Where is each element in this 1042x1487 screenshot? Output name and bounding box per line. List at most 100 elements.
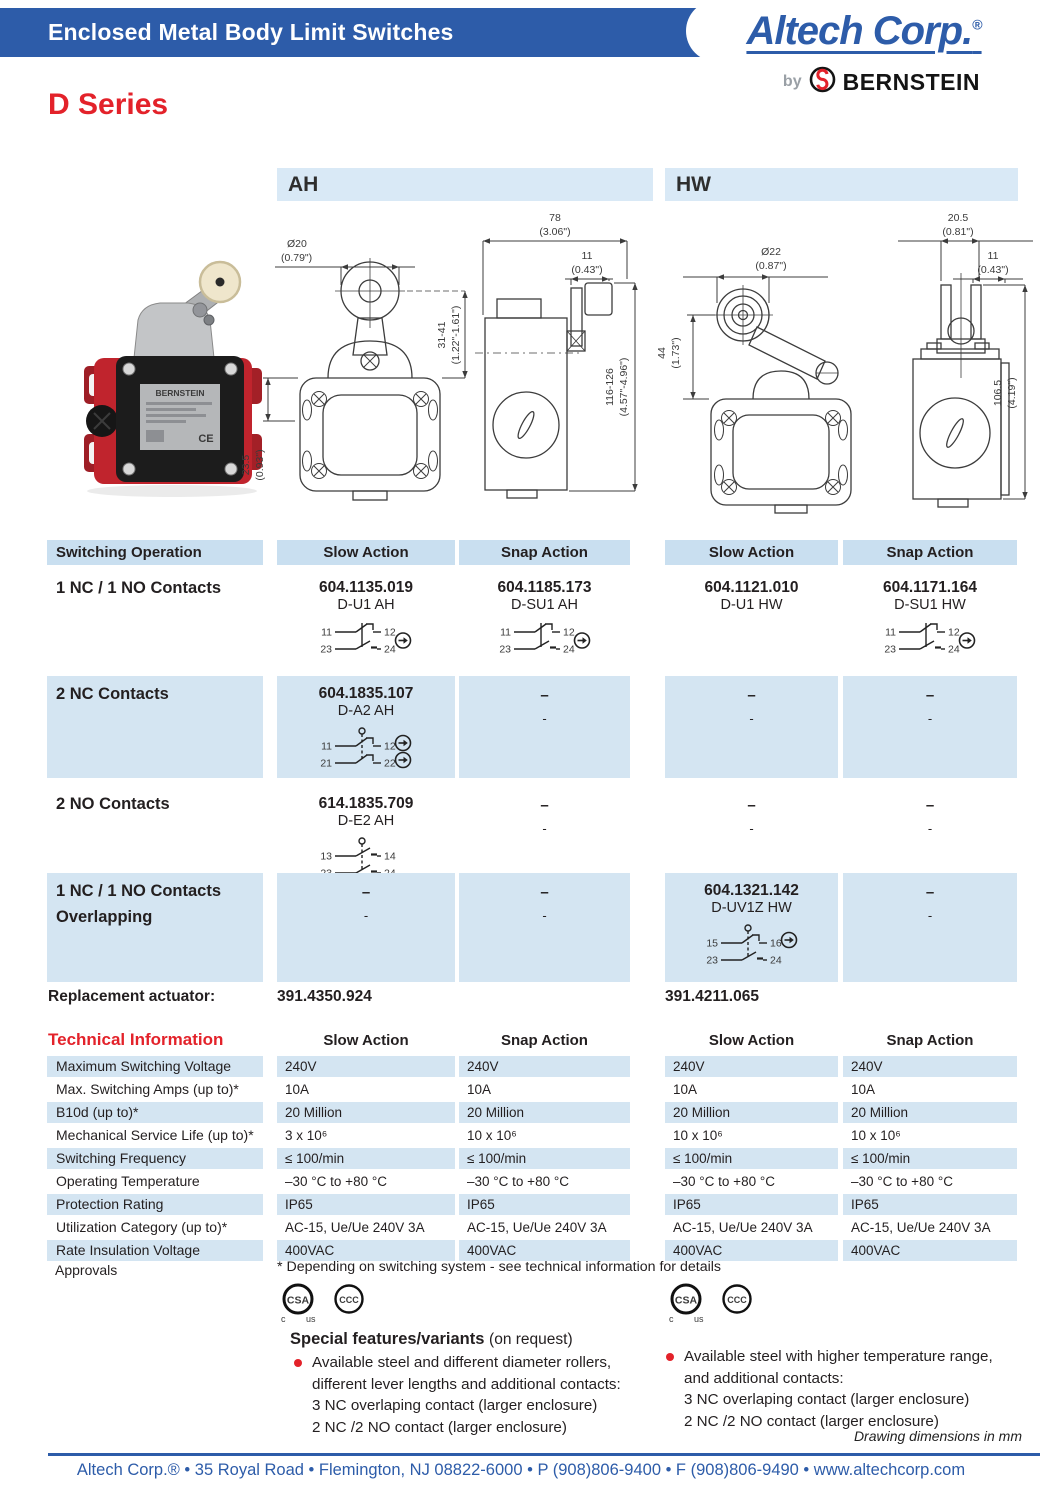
dim-ah-left-in: (0.93")	[254, 449, 266, 480]
technical-value-cell: 240V	[459, 1056, 630, 1077]
bullet-line: and additional contacts:	[684, 1369, 844, 1387]
selection-col-header: Snap Action	[843, 540, 1017, 565]
technical-row-label: Switching Frequency	[47, 1148, 263, 1169]
technical-value-cell: ≤ 100/min	[665, 1148, 838, 1169]
technical-col-header: Slow Action	[323, 1032, 409, 1049]
drawing-ah: Ø20 (0.79") 23.5 (0.93") 31-41 (1.22"-1.…	[235, 203, 647, 540]
part-number: 604.1185.173	[497, 579, 592, 596]
svg-text:12: 12	[948, 627, 960, 639]
model-number: D-E2 AH	[337, 813, 395, 829]
bullet-line: 3 NC overlaping contact (larger enclosur…	[312, 1397, 598, 1414]
switching-cell: –-	[843, 873, 1017, 982]
dim-ah-h-in: (4.57"-4.96")	[618, 358, 630, 417]
dim-hw-h-in: (4.19")	[1006, 377, 1018, 408]
special-bullets-left: Available steel and different diameter r…	[290, 1352, 660, 1438]
svg-text:21: 21	[320, 758, 332, 770]
switching-cell: –-	[459, 676, 630, 778]
by-label: by	[782, 73, 802, 90]
technical-value-cell: –30 °C to +80 °C	[467, 1174, 569, 1189]
technical-value-cell: 10A	[467, 1082, 492, 1097]
dim-ah-w: 78	[549, 212, 561, 224]
svg-text:23: 23	[499, 644, 511, 656]
switching-row-label: 1 NC / 1 NO Contacts	[56, 579, 222, 597]
svg-text:22: 22	[384, 758, 396, 770]
technical-row-label: Max. Switching Amps (up to)*	[56, 1081, 239, 1097]
svg-text:us: us	[306, 1314, 316, 1324]
technical-value-cell: ≤ 100/min	[459, 1148, 630, 1169]
empty-dash: -	[542, 711, 547, 726]
technical-row-label: Maximum Switching Voltage	[47, 1056, 263, 1077]
page-title: Enclosed Metal Body Limit Switches	[48, 19, 454, 45]
svg-text:11: 11	[321, 627, 332, 639]
svg-text:us: us	[694, 1314, 704, 1324]
replacement-actuator-label: Replacement actuator:	[48, 988, 216, 1005]
empty-dash: -	[749, 711, 754, 726]
dim-ah-dia-in: (0.79")	[281, 252, 312, 264]
variant-banner-hw: HW	[665, 168, 1018, 201]
empty-dash: -	[927, 908, 933, 923]
technical-value-cell: IP65	[843, 1194, 1017, 1215]
switching-cell: –-	[843, 786, 1017, 870]
empty-dash: –	[361, 884, 371, 901]
svg-text:CSA: CSA	[287, 1295, 310, 1307]
technical-value-cell: 10 x 10⁶	[851, 1128, 901, 1143]
dim-hw-dia: Ø22	[761, 246, 781, 258]
bullet-line: 3 NC overlaping contact (larger enclosur…	[684, 1391, 970, 1408]
technical-value-cell: –30 °C to +80 °C	[673, 1174, 775, 1189]
svg-text:24: 24	[384, 644, 396, 656]
selection-col-header: Slow Action	[277, 540, 455, 565]
technical-value-cell: 20 Million	[459, 1102, 630, 1123]
bullet-line: Available steel and different diameter r…	[290, 1352, 660, 1374]
svg-text:24: 24	[563, 644, 575, 656]
series-title: D Series	[48, 88, 169, 121]
svg-text:24: 24	[948, 644, 960, 656]
empty-dash: –	[747, 797, 756, 814]
footer-rule	[48, 1453, 1040, 1456]
technical-value-cell: 10 x 10⁶	[673, 1128, 723, 1143]
technical-value-cell: 240V	[843, 1056, 1017, 1077]
model-number: D-U1 AH	[337, 597, 395, 613]
svg-text:13: 13	[320, 851, 332, 863]
technical-value-cell: 20 Million	[843, 1102, 1017, 1123]
photo-label-ce: CE	[198, 433, 213, 445]
technical-info-title: Technical Information	[48, 1030, 224, 1049]
technical-value-cell: 400VAC	[843, 1240, 1017, 1261]
special-bullets-right: Available steel with higher temperature …	[662, 1346, 1034, 1432]
switching-row-label: 2 NC Contacts	[47, 676, 263, 778]
special-features-title: Special features/variants	[290, 1330, 485, 1348]
technical-value-cell: 240V	[665, 1056, 838, 1077]
dim-hw-w: 20.5	[948, 212, 969, 224]
svg-text:24: 24	[770, 955, 782, 967]
technical-value-cell: AC-15, Ue/Ue 240V 3A	[285, 1220, 425, 1235]
technical-value-cell: 10A	[285, 1082, 310, 1097]
technical-value-cell: ≤ 100/min	[277, 1148, 455, 1169]
technical-row-label: Rate Insulation Voltage	[47, 1240, 263, 1261]
bullet-line: Available steel with higher temperature …	[662, 1346, 1034, 1368]
technical-value-cell: 240V	[277, 1056, 455, 1077]
technical-row-label: Mechanical Service Life (up to)*	[56, 1127, 254, 1143]
technical-value-cell: IP65	[665, 1194, 838, 1215]
empty-dash: -	[749, 821, 754, 836]
bernstein-icon	[809, 66, 836, 98]
dim-ah-dia: Ø20	[287, 238, 307, 250]
part-number: 604.1835.107	[318, 685, 414, 702]
technical-value-cell: AC-15, Ue/Ue 240V 3A	[467, 1220, 607, 1235]
bullet-line: 2 NC /2 NO contact (larger enclosure)	[312, 1418, 567, 1436]
selection-label-header: Switching Operation	[47, 540, 263, 565]
part-number: 614.1835.709	[318, 795, 414, 812]
dim-hw-h: 106.5	[992, 380, 1004, 406]
technical-value-cell: 20 Million	[665, 1102, 838, 1123]
svg-text:CCC: CCC	[727, 1295, 747, 1305]
technical-value-cell: 400VAC	[665, 1240, 838, 1261]
svg-text:12: 12	[384, 741, 396, 753]
dim-ah-off: 11	[582, 250, 593, 262]
dim-ah-h: 116-126	[604, 368, 616, 406]
switching-cell: –-	[843, 676, 1017, 778]
svg-text:23: 23	[884, 644, 896, 656]
